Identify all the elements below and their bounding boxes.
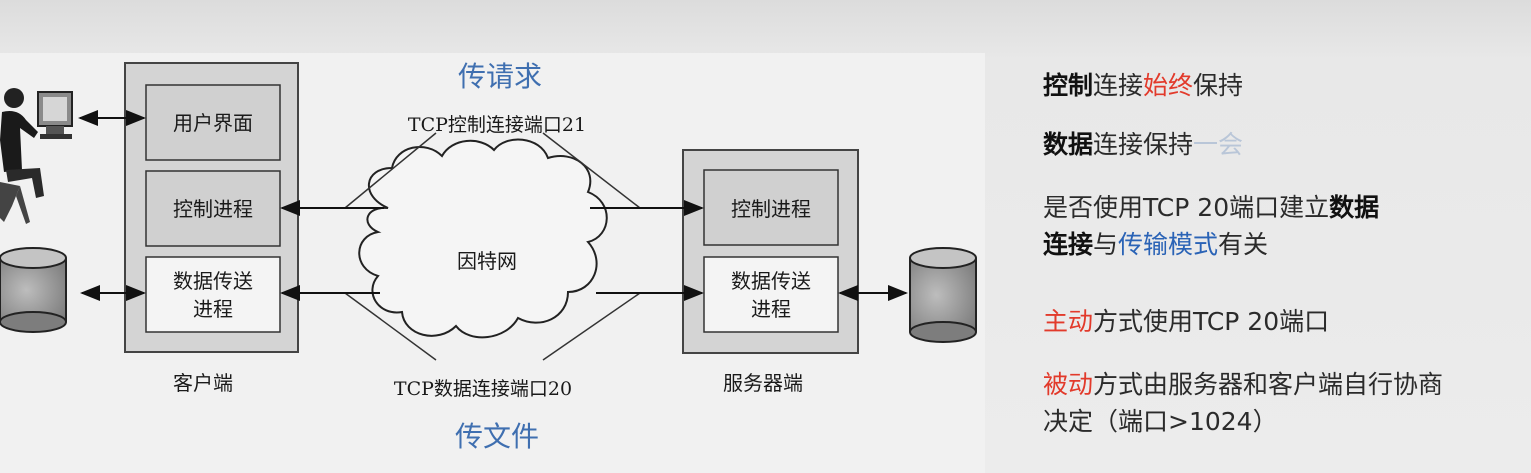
client-data-label-1: 数据传送 xyxy=(173,269,253,293)
note-faint-text: 一会 xyxy=(1193,130,1244,159)
server-control-box xyxy=(703,169,839,246)
internet-label: 因特网 xyxy=(457,249,517,273)
note-text: 连接 xyxy=(1093,71,1144,100)
note-data-persist: 数据连接保持一会 xyxy=(1043,128,1243,162)
note-text: 有关 xyxy=(1218,230,1269,259)
control-port-label: TCP控制连接端口21 xyxy=(408,114,586,136)
note-port20-line2: 连接与传输模式有关 xyxy=(1043,228,1268,262)
server-data-label-2: 进程 xyxy=(751,297,791,321)
client-disk-icon xyxy=(0,247,67,333)
data-port-label: TCP数据连接端口20 xyxy=(394,378,572,400)
client-title: 客户端 xyxy=(173,371,233,395)
client-ui-label: 用户界面 xyxy=(173,111,253,135)
note-passive-mode-cont: 决定（端口>1024） xyxy=(1043,405,1278,439)
user-at-computer-icon xyxy=(0,88,73,224)
server-data-label-1: 数据传送 xyxy=(731,269,811,293)
note-text: 与 xyxy=(1093,230,1119,259)
note-term-connection: 连接 xyxy=(1043,230,1094,259)
server-data-box xyxy=(703,256,839,333)
note-text: 方式使用TCP 20端口 xyxy=(1093,307,1330,336)
note-text: 方式由服务器和客户端自行协商 xyxy=(1093,370,1444,399)
annotation-request: 传请求 xyxy=(458,60,542,93)
annotation-file: 传文件 xyxy=(455,420,539,453)
note-active-mode: 主动方式使用TCP 20端口 xyxy=(1043,305,1329,339)
note-emphasis-active: 主动 xyxy=(1043,307,1094,336)
client-data-box xyxy=(145,256,281,333)
client-ui-box xyxy=(145,84,281,161)
data-connection-line xyxy=(344,292,437,361)
client-control-box xyxy=(145,170,281,247)
note-passive-mode: 被动方式由服务器和客户端自行协商 xyxy=(1043,368,1443,402)
server-disk-icon xyxy=(909,247,977,343)
data-connection-line xyxy=(542,292,641,361)
note-emphasis-passive: 被动 xyxy=(1043,370,1094,399)
control-connection-line xyxy=(542,132,641,209)
note-text: 连接保持 xyxy=(1093,130,1194,159)
note-port20-line1: 是否使用TCP 20端口建立数据 xyxy=(1043,191,1379,225)
server-control-label: 控制进程 xyxy=(731,197,811,221)
note-control-persist: 控制连接始终保持 xyxy=(1043,69,1243,103)
note-term-data: 数据 xyxy=(1043,130,1094,159)
note-text: 保持 xyxy=(1193,71,1244,100)
ftp-diagram: 用户界面 控制进程 数据传送 进程 控制进程 数据传送 进程 客户端 服务器端 … xyxy=(0,60,977,453)
control-connection-line xyxy=(344,132,437,209)
note-term-control: 控制 xyxy=(1043,71,1094,100)
client-data-label-2: 进程 xyxy=(193,297,233,321)
internet-cloud-icon xyxy=(358,138,608,339)
note-text: 决定（端口>1024） xyxy=(1043,407,1278,436)
note-text: 是否使用TCP 20端口建立 xyxy=(1043,193,1330,222)
client-control-label: 控制进程 xyxy=(173,197,253,221)
note-emphasis-always: 始终 xyxy=(1143,71,1194,100)
server-title: 服务器端 xyxy=(723,371,803,395)
note-term-data: 数据 xyxy=(1329,193,1380,222)
note-emphasis-transfer-mode: 传输模式 xyxy=(1118,230,1219,259)
